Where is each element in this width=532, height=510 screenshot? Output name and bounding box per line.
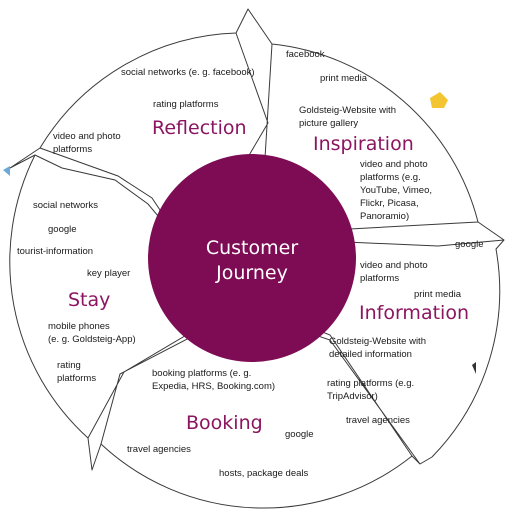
inspiration-item: YouTube, Vimeo, [360,185,433,196]
yellow-marker-icon [430,92,448,108]
hub-title: Customer Journey [152,236,352,286]
information-item: TripAdvisor) [327,391,378,402]
inspiration-item: Goldsteig-Website with [299,105,396,116]
reflection-item: platforms [53,144,93,155]
customer-journey-hub [148,154,356,362]
booking-item: google [285,429,314,440]
stay-item: key player [87,268,131,279]
stay-item: platforms [57,373,97,384]
hub-title-line1: Customer [205,237,299,259]
phase-title-reflection: Reflection [152,117,247,139]
phase-title-booking: Booking [186,412,263,434]
information-item: Goldsteig-Website with [329,336,426,347]
stay-item: mobile phones [48,321,110,332]
inspiration-item: print media [320,73,367,84]
booking-item: Expedia, HRS, Booking.com) [152,381,276,392]
reflection-item: social networks (e. g. facebook) [121,67,255,78]
stay-item: rating [57,360,81,371]
inspiration-item: facebook [286,49,325,60]
hub-title-line2: Journey [216,262,288,284]
stay-item: tourist-information [17,246,94,257]
information-item: travel agencies [346,415,410,426]
reflection-item: video and photo [53,131,121,142]
booking-item: travel agencies [127,444,191,455]
blue-marker-icon [3,166,10,176]
information-item: rating platforms (e.g. [327,378,415,389]
information-item: detailed information [329,349,412,360]
phase-title-stay: Stay [68,289,111,311]
inspiration-item: video and photo [360,159,428,170]
phase-title-information: Information [359,302,469,324]
information-item: platforms [360,273,400,284]
information-item: video and photo [360,260,428,271]
inspiration-item: Flickr, Picasa, [360,198,419,209]
arrow-reflection-inspiration [235,32,273,159]
reflection-item: rating platforms [153,99,219,110]
inspiration-item: google [455,239,484,250]
inspiration-item: platforms (e.g. [360,172,421,183]
booking-item: booking platforms (e. g. [152,368,252,379]
booking-item: hosts, package deals [219,468,309,479]
inspiration-item: picture gallery [299,118,359,129]
inspiration-item: Panoramio) [360,211,410,222]
stay-item: social networks [33,200,98,211]
phase-title-inspiration: Inspiration [313,133,414,155]
dark-marker-icon [472,362,476,374]
stay-item: google [48,224,77,235]
information-item: print media [414,289,461,300]
stay-item: (e. g. Goldsteig-App) [48,334,136,345]
